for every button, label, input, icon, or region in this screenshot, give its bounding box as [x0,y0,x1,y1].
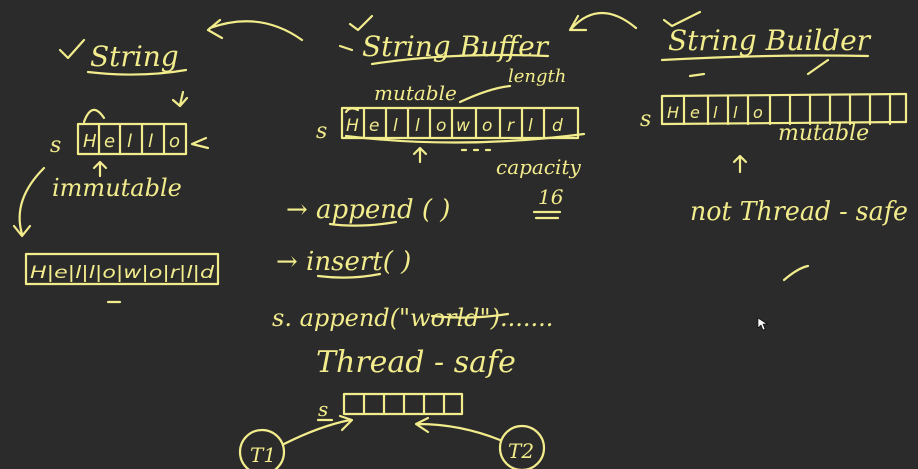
title-underline [86,68,188,76]
arrow-to-buffer-icon [568,12,638,32]
builder-section: String Builder s H e l l o mutable not T… [640,10,908,282]
buffer-cell-4: o [436,116,446,136]
arrow-up-icon [92,160,108,178]
check-mark-icon [58,38,86,60]
thread2-circle [498,424,546,469]
buffer-note-length: length [508,66,566,87]
thread1-label: T1 [250,443,276,467]
tick-mark [338,44,354,52]
buffer-cell-1: e [369,116,379,136]
buffer-cell-box [340,106,580,140]
arrow-up-icon [732,154,748,174]
equals-mark [532,210,562,220]
string-cell-1: e [104,131,115,152]
thread2-label: T2 [508,439,534,463]
builder-var-label: s [640,107,651,132]
string-result-text: H|e|l|l|o|w|o|r|l|d [30,263,214,283]
string-var-label: s [50,133,61,158]
buffer-method-append: → append ( ) [286,195,450,225]
world-underline [430,312,510,319]
buffer-cell-6: o [482,116,492,136]
mouse-cursor-icon [757,317,768,331]
builder-cell-2: l [713,103,718,122]
buffer-capacity-value: 16 [538,185,564,209]
length-pointer [458,84,512,104]
builder-note: mutable [778,121,869,146]
title-underline [660,54,870,62]
arrow-left-icon [190,136,210,150]
builder-cell-1: e [690,103,700,122]
string-cell-4: o [169,131,180,152]
builder-cell-box [660,92,908,126]
string-cell-0: H [83,131,97,152]
buffer-example-call: s. append("world")....... [272,304,553,332]
buffer-note-mutable: mutable [374,81,457,105]
thread1-circle [238,428,286,469]
buffer-small-dividers [362,392,446,416]
buffer-cell-9: d [552,116,563,136]
string-note: immutable [52,174,182,202]
buffer-cell-2: l [393,116,398,136]
buffer-thread-note: Thread - safe [316,345,516,380]
arrow-down-icon [171,90,189,108]
capacity-underline [344,132,586,144]
string-cell-dividers [97,122,166,156]
buffer-cell-8: l [528,116,533,136]
buffer-method-insert: → insert( ) [276,247,411,277]
builder-cell-dividers [682,92,908,126]
append-underline [328,220,398,227]
buffer-cell-3: l [415,116,420,136]
tick-marks [688,58,830,78]
builder-title: String Builder [668,24,872,57]
string-title: String [90,40,179,73]
builder-cell-3: l [733,103,738,122]
title-underline [370,53,550,66]
check-mark-icon [662,10,702,28]
buffer-note-capacity: capacity [496,155,581,179]
tick-mark [782,264,810,282]
buffer-cell-0: H [346,116,359,136]
builder-cell-0: H [667,103,679,122]
curve-arrow-icon [82,108,106,124]
builder-thread-note: not Thread - safe [690,197,908,227]
buffer-small-var-label: s [318,397,328,421]
thread1-arrow-icon [282,414,354,446]
curve-down-arrow-icon [12,166,46,238]
string-result-box [24,252,220,286]
string-cell-box [76,122,188,156]
buffer-var-label: s [316,119,327,144]
arrow-to-string-icon [206,18,304,42]
string-cell-3: l [148,131,153,152]
string-section: String s H e l l o immutable H|e|l|l|o|w… [12,38,220,304]
buffer-title: String Buffer [362,30,550,63]
string-cell-2: l [127,131,132,152]
thread2-arrow-icon [414,416,502,442]
builder-cell-4: o [753,103,763,122]
curve-mark [344,107,360,114]
arrow-up-icon [412,146,428,164]
check-mark-icon [348,14,374,32]
insert-underline [316,272,382,279]
buffer-section: String Buffer mutable length s H e l l o… [238,14,586,469]
buffer-cell-dividers [362,106,546,140]
buffer-cell-5: w [456,116,470,136]
buffer-cell-7: r [507,116,515,136]
